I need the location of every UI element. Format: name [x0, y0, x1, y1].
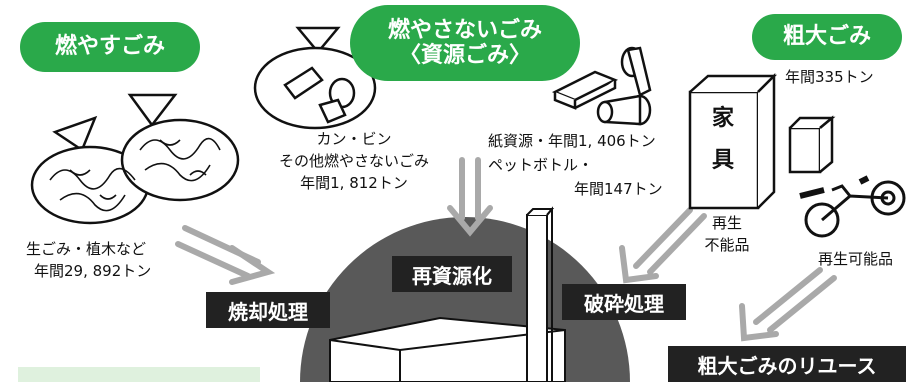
arrow-reuse — [739, 267, 837, 342]
recyclable-caption: 再生可能品 — [818, 250, 894, 268]
paper-caption-line2: ペットボトル・ — [488, 156, 594, 174]
garbage-caption-line2: 年間29, 892トン — [34, 262, 152, 280]
paper-caption-line1: 紙資源・年間1, 406トン — [488, 132, 656, 150]
garbage-bags-icon — [30, 93, 240, 225]
facility-building — [329, 316, 566, 382]
cans-caption: カン・ビン その他燃やさないごみ 年間1, 812トン — [254, 128, 454, 194]
bulky-pill: 粗大ごみ — [752, 14, 902, 60]
facility-chimney — [526, 214, 548, 382]
bulky-amount: 年間335トン — [785, 68, 874, 86]
nonrecyclable-caption: 再生 不能品 — [692, 212, 762, 256]
cans-caption-line2: その他燃やさないごみ — [278, 152, 429, 170]
crush-process-box: 破砕処理 — [562, 284, 686, 320]
nonrecyclable-line2: 不能品 — [704, 236, 750, 254]
bicycle-icon — [799, 175, 906, 238]
paper-bottles-icon — [551, 46, 652, 126]
burnable-pill-label: 燃やすごみ — [54, 34, 165, 60]
paper-caption-line3: 年間147トン — [574, 180, 663, 198]
arrow-crush — [619, 207, 707, 284]
furniture-label-2: 具 — [712, 148, 735, 173]
nonrecyclable-line1: 再生 — [711, 214, 742, 232]
garbage-caption-line1: 生ごみ・植木など — [26, 240, 147, 258]
furniture-label-1: 家 — [712, 106, 735, 131]
nonburnable-pill-line1: 燃やさないごみ — [387, 17, 542, 43]
nonburnable-pill-line2: 〈資源ごみ〉 — [398, 43, 531, 68]
nonburnable-pill: 燃やさないごみ 〈資源ごみ〉 — [350, 5, 580, 81]
info-panel — [18, 367, 260, 382]
cans-caption-line1: カン・ビン — [316, 130, 392, 148]
incinerate-process-box: 焼却処理 — [206, 292, 330, 328]
recycle-process-box: 再資源化 — [392, 256, 512, 292]
burnable-pill: 燃やすごみ — [20, 22, 200, 72]
small-box-icon — [788, 115, 836, 174]
arrow-nonburnable — [447, 157, 493, 237]
cans-caption-line3: 年間1, 812トン — [300, 174, 408, 192]
cans-bag-icon — [253, 26, 377, 130]
reuse-process-box: 粗大ごみのリユース — [668, 346, 906, 382]
furniture-cabinet-icon — [688, 72, 778, 210]
garbage-caption: 生ごみ・植木など 年間29, 892トン — [26, 238, 151, 282]
arrow-burnable — [175, 225, 276, 285]
bulky-pill-label: 粗大ごみ — [782, 24, 871, 50]
